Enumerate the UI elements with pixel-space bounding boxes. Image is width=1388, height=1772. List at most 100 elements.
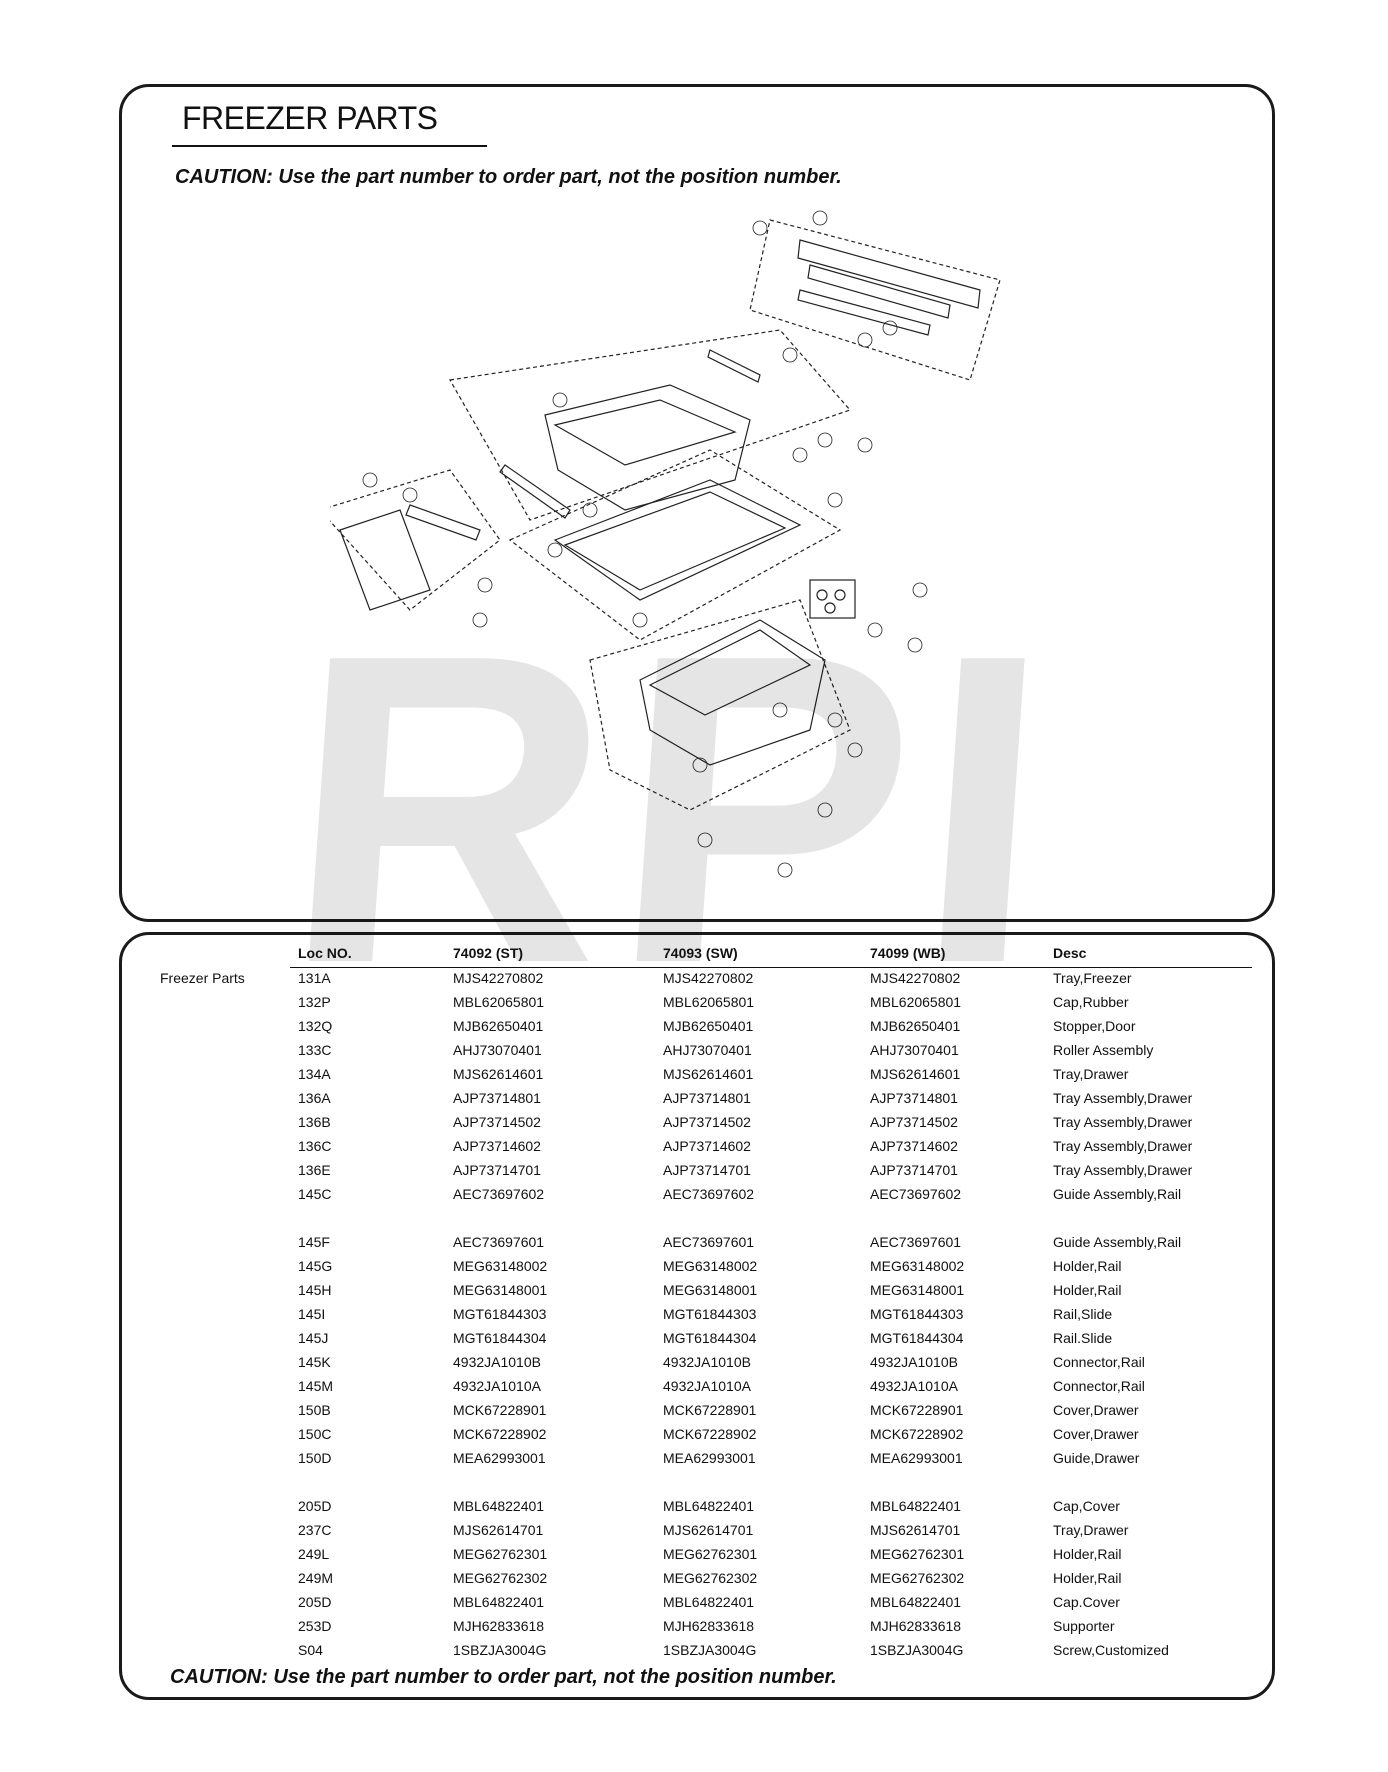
cell-part-74092	[453, 1470, 663, 1494]
cell-desc: Rail.Slide	[1053, 1330, 1113, 1346]
cell-section	[160, 1038, 298, 1062]
caution-note-top: CAUTION: Use the part number to order pa…	[175, 166, 842, 188]
cell-desc: Screw,Customized	[1053, 1642, 1169, 1658]
callout-150B	[827, 712, 843, 728]
cell-part-74093: MJS42270802	[663, 970, 754, 986]
cell-desc: Guide Assembly,Rail	[1053, 1234, 1182, 1250]
cell-part-74099: MJS62614601	[870, 1066, 961, 1082]
cell-part-74093: MGT61844303	[663, 1306, 757, 1322]
rail-part	[797, 239, 981, 309]
cell-part-74093: 4932JA1010A	[663, 1378, 751, 1394]
cell-part-74092: MBL62065801	[453, 994, 545, 1010]
cell-part-74093: MEG63148002	[663, 1258, 758, 1274]
cell-section	[160, 1014, 298, 1038]
cell-part-74093: AHJ73070401	[663, 1042, 752, 1058]
cell-section: Freezer Parts	[160, 970, 245, 986]
cell-part-74093: MJS62614601	[663, 1066, 754, 1082]
cell-part-74092: AJP73714602	[453, 1138, 541, 1154]
cell-desc: Holder,Rail	[1053, 1282, 1122, 1298]
cell-part-74093: AJP73714602	[663, 1138, 751, 1154]
column-header-desc: Desc	[1053, 945, 1087, 961]
cell-loc-no	[298, 1206, 453, 1230]
middle-tray-outline	[508, 449, 842, 641]
cell-part-74099: MCK67228901	[870, 1402, 964, 1418]
cell-part-74093: MEA62993001	[663, 1450, 756, 1466]
cell-part-74093: AJP73714502	[663, 1114, 751, 1130]
callout-249L	[582, 502, 598, 518]
cell-desc: Tray Assembly,Drawer	[1053, 1138, 1193, 1154]
column-header-74099: 74099 (WB)	[870, 945, 946, 961]
rail-part	[499, 464, 571, 519]
cell-section	[160, 1158, 298, 1182]
exploded-parts-diagram	[330, 210, 1001, 878]
cell-section	[160, 1206, 298, 1230]
rail-part	[707, 349, 761, 383]
cell-desc: Holder,Rail	[1053, 1570, 1122, 1586]
callout-S04	[782, 347, 798, 363]
cell-section	[160, 1110, 298, 1134]
cell-part-74092: 4932JA1010B	[453, 1354, 541, 1370]
cell-loc-no: 150B	[298, 1402, 331, 1418]
cell-section	[160, 1398, 298, 1422]
cell-loc-no: 145C	[298, 1186, 332, 1202]
cell-desc: Roller Assembly	[1053, 1042, 1154, 1058]
cell-section	[160, 1134, 298, 1158]
cell-desc: Holder,Rail	[1053, 1258, 1122, 1274]
cell-part-74092: 1SBZJA3004G	[453, 1642, 547, 1658]
cell-part-74099: MJS62614701	[870, 1522, 961, 1538]
cell-part-74093: AJP73714701	[663, 1162, 751, 1178]
cell-desc: Tray Assembly,Drawer	[1053, 1114, 1193, 1130]
cell-loc-no: 134A	[298, 1066, 331, 1082]
cell-part-74092: MGT61844304	[453, 1330, 547, 1346]
cell-desc: Tray Assembly,Drawer	[1053, 1090, 1193, 1106]
cell-part-74093: MJH62833618	[663, 1618, 755, 1634]
cell-section	[160, 1326, 298, 1350]
cell-desc: Cover,Drawer	[1053, 1402, 1139, 1418]
cell-part-74092	[453, 1206, 663, 1230]
callout-150D	[847, 742, 863, 758]
cell-part-74092: MJS62614601	[453, 1066, 544, 1082]
cell-part-74093	[663, 1470, 870, 1494]
cell-part-74099: 4932JA1010B	[870, 1354, 958, 1370]
cell-part-74092: AEC73697602	[453, 1186, 545, 1202]
cell-loc-no: 150D	[298, 1450, 332, 1466]
cell-section	[160, 1350, 298, 1374]
cell-section	[160, 1590, 298, 1614]
column-header-74093: 74093 (SW)	[663, 945, 738, 961]
lower-basket-outline	[589, 599, 851, 811]
freezer-tray	[553, 399, 737, 466]
callout-237C	[692, 757, 708, 773]
rail-part	[807, 264, 951, 319]
table-row	[160, 1206, 1253, 1230]
upper-drawer-outline	[449, 329, 852, 521]
cell-part-74093: MEG62762302	[663, 1570, 758, 1586]
cell-loc-no	[298, 1470, 453, 1494]
cell-desc: Tray,Freezer	[1053, 970, 1132, 986]
rail-group-outline	[749, 219, 1001, 381]
callout-145F	[362, 472, 378, 488]
cell-part-74099: AHJ73070401	[870, 1042, 959, 1058]
callout-S04	[547, 542, 563, 558]
column-header-74092: 74092 (ST)	[453, 945, 524, 961]
callout-253D	[777, 862, 793, 878]
callout-145C	[752, 220, 768, 236]
cell-part-74099: MGT61844303	[870, 1306, 964, 1322]
cell-loc-no: 145G	[298, 1258, 333, 1274]
cell-loc-no: 145H	[298, 1282, 332, 1298]
cell-loc-no: 145F	[298, 1234, 330, 1250]
cell-loc-no: 136B	[298, 1114, 331, 1130]
cell-section	[160, 1494, 298, 1518]
cell-desc: Cap.Cover	[1053, 1594, 1120, 1610]
cell-part-74093: MGT61844304	[663, 1330, 757, 1346]
cell-desc	[1053, 1470, 1253, 1494]
cell-part-74092: MCK67228901	[453, 1402, 547, 1418]
